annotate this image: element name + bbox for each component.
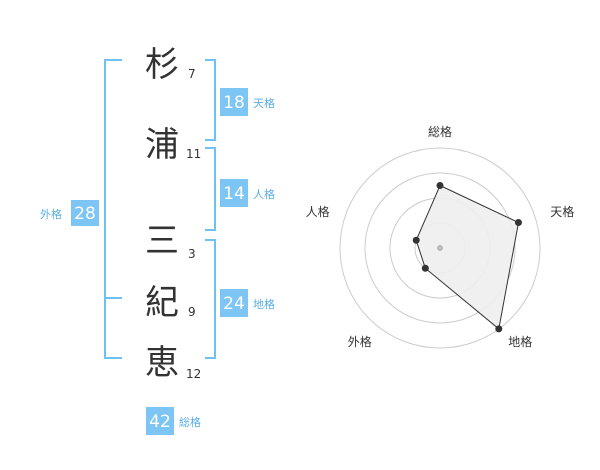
chikaku-label: 地格 (253, 297, 275, 311)
radar-ring-3 (364, 172, 516, 324)
radar-area (415, 184, 520, 330)
name-char-5: 恵 12 (145, 343, 201, 383)
tenkaku-bracket (205, 59, 216, 141)
radar-center-dot (437, 245, 443, 251)
radar-point-4 (412, 236, 420, 244)
jinkaku-badge-box (220, 179, 248, 207)
jinkaku-bracket (205, 147, 216, 231)
name-char-5-glyph: 恵 (145, 343, 179, 383)
chikaku-badge-box (220, 289, 248, 317)
soukaku-badge: 42 総格 (146, 407, 201, 435)
name-char-3-glyph: 三 (145, 221, 179, 261)
name-char-1-glyph: 杉 (145, 45, 179, 85)
radar-point-2 (495, 325, 503, 333)
tenkaku-value: 18 (223, 93, 245, 113)
jinkaku-label: 人格 (253, 187, 275, 201)
gaikaku-badge-box (71, 200, 99, 226)
radar-axis-label-0: 総格 (428, 124, 452, 139)
radar-axis-label-1: 天格 (550, 204, 574, 219)
name-char-1: 杉 7 (145, 45, 196, 85)
gaikaku-badge: 28 外格 (40, 200, 99, 226)
name-char-2-strokes: 11 (186, 147, 201, 161)
name-char-2-glyph: 浦 (145, 125, 179, 165)
radar-ring-4 (339, 147, 541, 349)
chikaku-bracket (205, 239, 216, 359)
name-char-4: 紀 9 (145, 283, 196, 323)
radar-axis-label-4: 人格 (306, 204, 330, 219)
name-char-5-strokes: 12 (186, 367, 201, 381)
tenkaku-label: 天格 (253, 96, 275, 110)
gaikaku-bracket (104, 59, 122, 359)
tenkaku-badge: 18 天格 (220, 88, 275, 116)
tenkaku-badge-box (220, 88, 248, 116)
jinkaku-value: 14 (223, 184, 245, 204)
name-char-4-strokes: 9 (188, 305, 196, 319)
radar-point-0 (436, 182, 444, 189)
jinkaku-badge: 14 人格 (220, 179, 275, 207)
radar-axis-label-3: 外格 (348, 334, 372, 349)
name-char-4-glyph: 紀 (145, 283, 179, 323)
name-char-3-strokes: 3 (188, 247, 196, 261)
chikaku-badge: 24 地格 (220, 289, 275, 317)
gaikaku-value: 28 (74, 204, 96, 224)
soukaku-label: 総格 (179, 415, 201, 429)
name-char-3: 三 3 (145, 221, 196, 261)
radar-point-1 (514, 219, 522, 227)
soukaku-value: 42 (149, 412, 171, 432)
radar-axis-label-2: 地格 (508, 334, 532, 349)
chikaku-value: 24 (223, 294, 245, 314)
radar-point-3 (421, 264, 429, 272)
name-char-1-strokes: 7 (188, 67, 196, 81)
gaikaku-label: 外格 (40, 207, 62, 221)
soukaku-badge-box (146, 407, 174, 435)
name-char-2: 浦 11 (145, 125, 201, 165)
